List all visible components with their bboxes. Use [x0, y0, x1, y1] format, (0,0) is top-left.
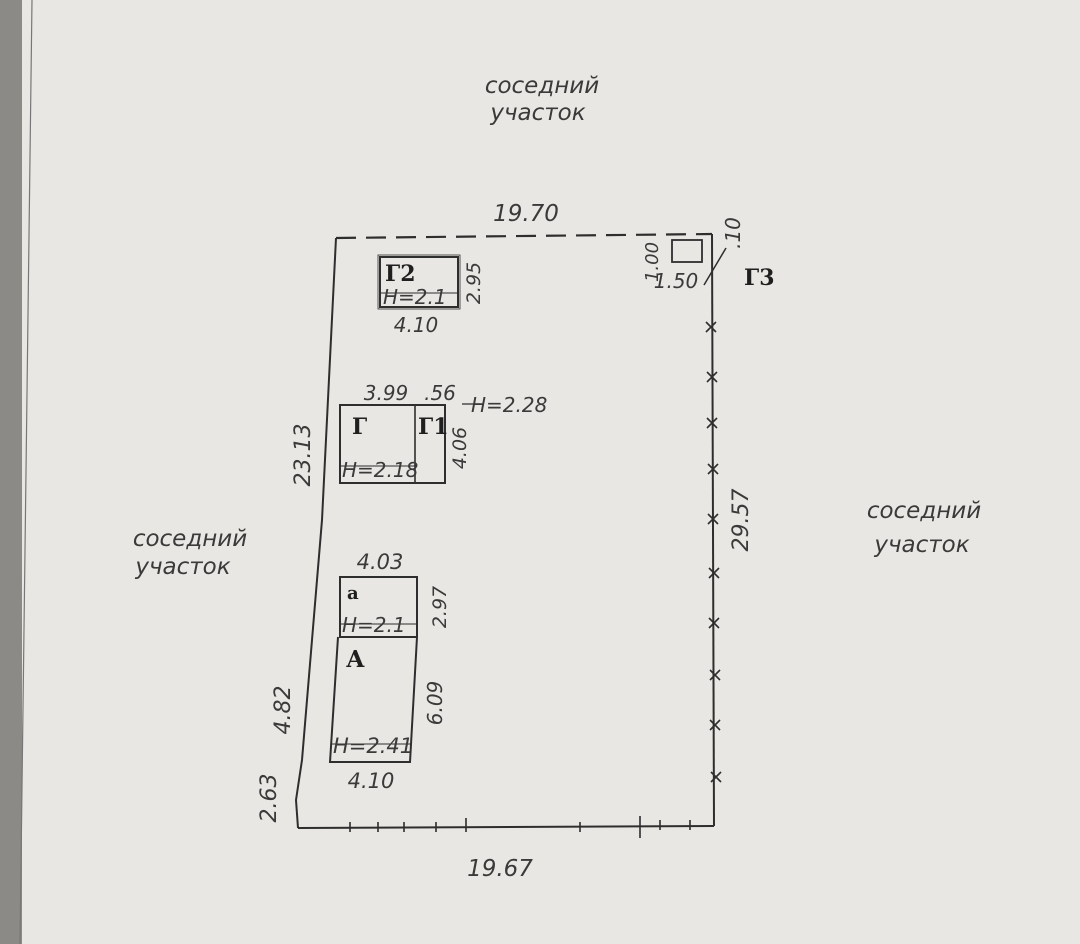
building-g2-depth: 2.95 [463, 262, 485, 304]
building-g2-height: H=2.1 [383, 285, 447, 309]
dim-left-upper: 23.13 [291, 424, 316, 487]
boundary-left [294, 237, 337, 829]
dim-corner-small: .10 [721, 217, 745, 249]
neighbor-right-line2: участок [873, 532, 969, 558]
building-g3-name: Г3 [744, 265, 775, 291]
building-g3-width: 1.50 [654, 269, 699, 293]
fence-ticks-bottom [349, 816, 691, 838]
dim-left-lower-a: 4.82 [271, 686, 296, 735]
building-g2-width: 4.10 [394, 313, 439, 337]
neighbor-left-line2: участок [134, 554, 230, 580]
building-g3-leader [703, 247, 727, 286]
building-g2 [377, 254, 461, 310]
building-g-depth: 4.06 [449, 427, 471, 469]
building-g-width: 3.99 [364, 381, 409, 405]
building-g3-outline [671, 239, 703, 263]
building-g1-name: Г1 [418, 414, 449, 440]
paper-sheet [22, 0, 1080, 944]
building-a-main-width: 4.10 [348, 769, 395, 793]
building-a-main-outline [328, 636, 418, 763]
boundary-top [335, 232, 713, 240]
neighbor-right-line1: соседний [867, 498, 981, 524]
plot-boundary [294, 232, 722, 838]
page-margin-line [19, 0, 33, 944]
building-a-small-name: а [347, 583, 359, 604]
building-g-name: Г [352, 414, 367, 440]
building-g3-depth: 1.00 [642, 242, 663, 282]
building-g2-name: Г2 [385, 261, 416, 287]
neighbor-top-line2: участок [489, 100, 585, 126]
building-a-small-width: 4.03 [357, 550, 404, 574]
building-g-outline [339, 404, 446, 484]
building-a-small-depth: 2.97 [429, 586, 451, 628]
building-g2-outline-outer [377, 254, 461, 310]
building-g1-height: H=2.28 [471, 393, 547, 417]
fence-ticks-right [705, 321, 722, 783]
building-g [339, 403, 480, 484]
dim-left-lower-b: 2.63 [257, 774, 282, 823]
building-a-small-outline [339, 576, 418, 638]
building-g-height: H=2.18 [342, 458, 418, 482]
building-g1-width: .56 [424, 381, 456, 405]
neighbor-top-line1: соседний [485, 73, 599, 99]
building-a [328, 576, 418, 763]
dim-right-boundary: 29.57 [729, 489, 754, 552]
building-a-main-depth: 6.09 [423, 681, 447, 726]
neighbor-left-line1: соседний [133, 526, 247, 552]
dim-bottom-boundary: 19.67 [467, 856, 533, 882]
dim-top-boundary: 19.70 [493, 201, 559, 227]
building-g3 [671, 239, 727, 286]
building-a-main-height: H=2.41 [333, 734, 413, 758]
building-a-main-name: А [346, 646, 365, 673]
boundary-right [711, 233, 715, 827]
building-g2-outline [379, 256, 459, 308]
building-a-small-height: H=2.1 [342, 613, 406, 637]
boundary-bottom [297, 825, 715, 829]
